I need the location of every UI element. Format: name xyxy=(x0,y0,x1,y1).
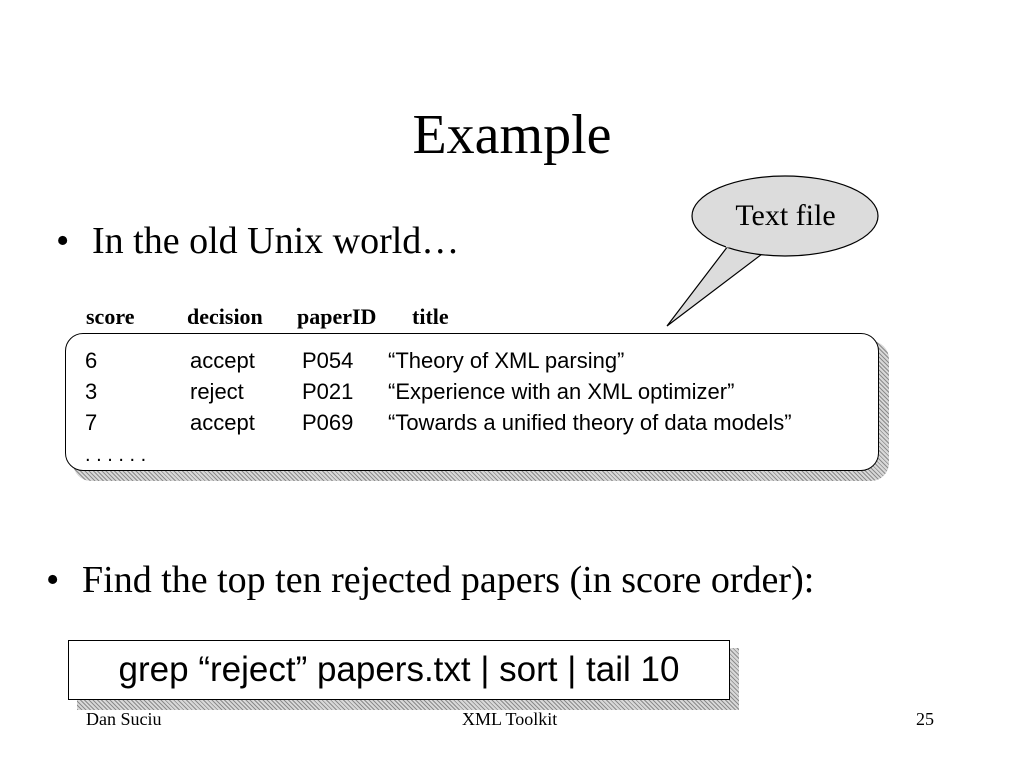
callout-text: Text file xyxy=(735,199,836,232)
cell-paperid: P021 xyxy=(302,379,354,404)
bullet-text: Find the top ten rejected papers (in sco… xyxy=(82,559,815,601)
bullet-marker: • xyxy=(46,559,60,601)
cell-decision: accept xyxy=(190,410,255,435)
cell-title: “Towards a unified theory of data models… xyxy=(388,410,792,435)
header-decision: decision xyxy=(187,304,263,329)
cell-paperid: P069 xyxy=(302,410,354,435)
header-paperid: paperID xyxy=(297,304,377,329)
cell-decision: accept xyxy=(190,348,255,373)
cell-score: 6 xyxy=(85,348,98,373)
footer-author: Dan Suciu xyxy=(86,709,162,729)
bullet-text: In the old Unix world… xyxy=(92,220,460,262)
slide-title: Example xyxy=(412,104,612,166)
cell-decision: reject xyxy=(190,379,244,404)
header-title: title xyxy=(412,304,449,329)
table-ellipsis: . . . . . . xyxy=(85,444,147,466)
text-file-box xyxy=(65,333,879,471)
command-box: grep “reject” papers.txt | sort | tail 1… xyxy=(68,640,730,700)
cell-score: 3 xyxy=(85,379,98,404)
footer-page-number: 25 xyxy=(916,709,934,729)
header-score: score xyxy=(86,304,135,329)
bullet-unix-world: • In the old Unix world… xyxy=(56,218,459,264)
cell-score: 7 xyxy=(85,410,98,435)
cell-title: “Theory of XML parsing” xyxy=(388,348,625,373)
footer-course: XML Toolkit xyxy=(462,709,558,729)
bullet-marker: • xyxy=(56,220,70,262)
bullet-find-top-ten: • Find the top ten rejected papers (in sc… xyxy=(46,557,814,603)
cell-paperid: P054 xyxy=(302,348,354,373)
cell-title: “Experience with an XML optimizer” xyxy=(388,379,735,404)
